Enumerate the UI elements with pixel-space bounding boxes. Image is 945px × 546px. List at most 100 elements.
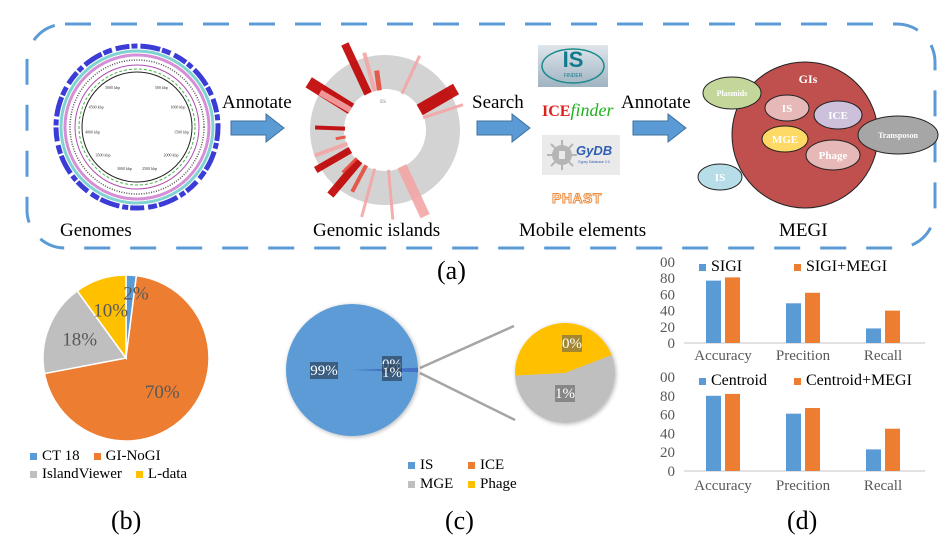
legend-swatch-sigi-megi — [794, 263, 801, 271]
genome-tick-label: 1500 kbp — [174, 129, 189, 134]
genome-outer-ring — [53, 43, 221, 211]
y-tick-label: 100 — [660, 370, 675, 386]
arrow-annotate-1 — [230, 113, 285, 143]
legend-label-l-data: L-data — [147, 466, 188, 482]
y-tick-label: 0 — [668, 464, 676, 480]
legend-label-sigi: SIGI — [711, 258, 743, 275]
connector-line-bottom — [419, 371, 516, 422]
bar-legend-centroid-megi: Centroid+MEGI — [794, 372, 912, 390]
stage-label-genomes: Genomes — [60, 220, 132, 241]
ice-ellipse — [813, 100, 863, 130]
legend-swatch-islandviewer — [30, 471, 37, 478]
legend-item-gi-nogi: GI-NoGI — [93, 448, 161, 465]
pie-label-other-bg — [382, 364, 402, 381]
legend-swatch-ice — [468, 462, 475, 469]
gi-spoke — [313, 146, 353, 174]
bar-sigi-megi-recall — [885, 310, 900, 343]
bar-centroid-recall — [866, 449, 881, 471]
connector-line-top — [419, 324, 515, 370]
pie-b-legend: CT 18 GI-NoGI IslandViewer L-data — [30, 448, 230, 483]
secondary-label-mge-bg — [555, 385, 575, 402]
y-tick-label: 60 — [660, 408, 675, 424]
genome-tick-label: 3000 kbp — [117, 166, 132, 171]
pie-label-gi-nogi: 70% — [145, 382, 180, 403]
gydb-logo: GyDB Gypsy Database 2.0 — [542, 135, 620, 175]
transposon-label: Transposon — [878, 131, 918, 140]
gi-spoke — [313, 141, 349, 158]
panel-label-a: (a) — [437, 256, 466, 285]
pie-of-pie-chart-c: 99%0%1%0%1% — [286, 304, 615, 436]
y-tick-label: 60 — [660, 287, 675, 303]
legend-swatch-is — [408, 462, 415, 469]
legend-item-mge: MGE — [408, 476, 464, 493]
bar-legend-centroid: Centroid — [699, 372, 767, 390]
arrow-label-search: Search — [472, 92, 524, 113]
gi-spoke — [416, 83, 460, 116]
legend-swatch-l-data — [135, 471, 143, 478]
bar-centroid-precition — [786, 413, 801, 471]
pie-label-is-bg — [310, 362, 338, 379]
pie-c-legend: IS ICE MGE Phage — [408, 457, 517, 493]
genome-tick-label: 3500 kbp — [95, 152, 110, 157]
gi-spoke — [335, 135, 346, 141]
legend-label-ice: ICE — [480, 457, 505, 473]
gi-spoke — [350, 164, 368, 193]
genome-gc-ring — [69, 59, 205, 195]
genome-tick-label: 2500 kbp — [142, 166, 157, 171]
genome-tick-label: 5000 kbp — [105, 85, 120, 90]
x-category-label: Accuracy — [694, 348, 752, 364]
bar-sigi-precition — [786, 303, 801, 343]
x-category-label: Recall — [864, 348, 902, 364]
genome-cyan-ring — [59, 49, 215, 205]
arrow-search — [476, 113, 531, 143]
stage-label-mobile-elements: Mobile elements — [519, 220, 647, 241]
icefinder-logo-finder: finder — [570, 100, 614, 120]
x-category-label: Recall — [864, 478, 902, 494]
gi-spoke — [327, 158, 363, 198]
pie-chart-b: 2%70%18%10% — [42, 274, 210, 442]
y-tick-label: 20 — [660, 320, 675, 336]
secondary-label-mge: 1% — [555, 386, 575, 402]
x-category-label: Accuracy — [694, 478, 752, 494]
gi-spoke — [360, 168, 377, 218]
phage-label: Phage — [819, 150, 848, 162]
mge-ellipse — [761, 125, 809, 153]
gi-spoke — [422, 103, 464, 120]
genome-tick-label: 4000 kbp — [85, 129, 100, 134]
legend-label-centroid-megi: Centroid+MEGI — [806, 372, 912, 389]
is-inner-label: IS — [782, 103, 792, 115]
bar-sigi-recall — [866, 328, 881, 343]
gi-spoke — [341, 157, 358, 174]
bar-sigi-megi-accuracy — [725, 277, 740, 343]
legend-swatch-phage — [468, 481, 475, 488]
gi-spoke — [397, 164, 430, 219]
is-outer-label: IS — [715, 172, 725, 184]
bar-centroid-megi-accuracy — [725, 393, 740, 471]
plasmids-ellipse — [702, 76, 762, 110]
isfinder-logo: IS FINDER — [538, 45, 608, 87]
arrow-label-annotate-1: Annotate — [222, 92, 292, 113]
legend-swatch-centroid — [699, 377, 706, 385]
legend-label-phage: Phage — [480, 476, 517, 492]
secondary-label-phage: 0% — [562, 336, 582, 352]
genomic-islands-radial-chart: ES — [305, 42, 464, 220]
legend-label-mge: MGE — [420, 476, 454, 492]
arrow-label-annotate-2: Annotate — [621, 92, 691, 113]
legend-item-is: IS — [408, 457, 456, 474]
bar-centroid-accuracy — [706, 395, 721, 471]
legend-label-gi-nogi: GI-NoGI — [105, 448, 161, 464]
legend-swatch-sigi — [699, 263, 706, 271]
is-outer-ellipse — [697, 163, 743, 191]
genome-green-ring — [78, 68, 196, 186]
bar-legend-sigi: SIGI — [699, 258, 742, 276]
ice-label: ICE — [828, 110, 848, 122]
panel-a-dashed-border — [25, 22, 937, 250]
legend-label-is: IS — [420, 457, 434, 473]
y-tick-label: 40 — [660, 426, 675, 442]
genome-tick-label: 4500 kbp — [89, 104, 104, 109]
phast-logo: PHAST — [552, 190, 602, 207]
pie-label-is: 99% — [310, 363, 338, 379]
legend-swatch-gi-nogi — [93, 453, 101, 460]
arrow-annotate-2 — [632, 113, 687, 143]
isfinder-logo-subtext: FINDER — [563, 73, 583, 79]
